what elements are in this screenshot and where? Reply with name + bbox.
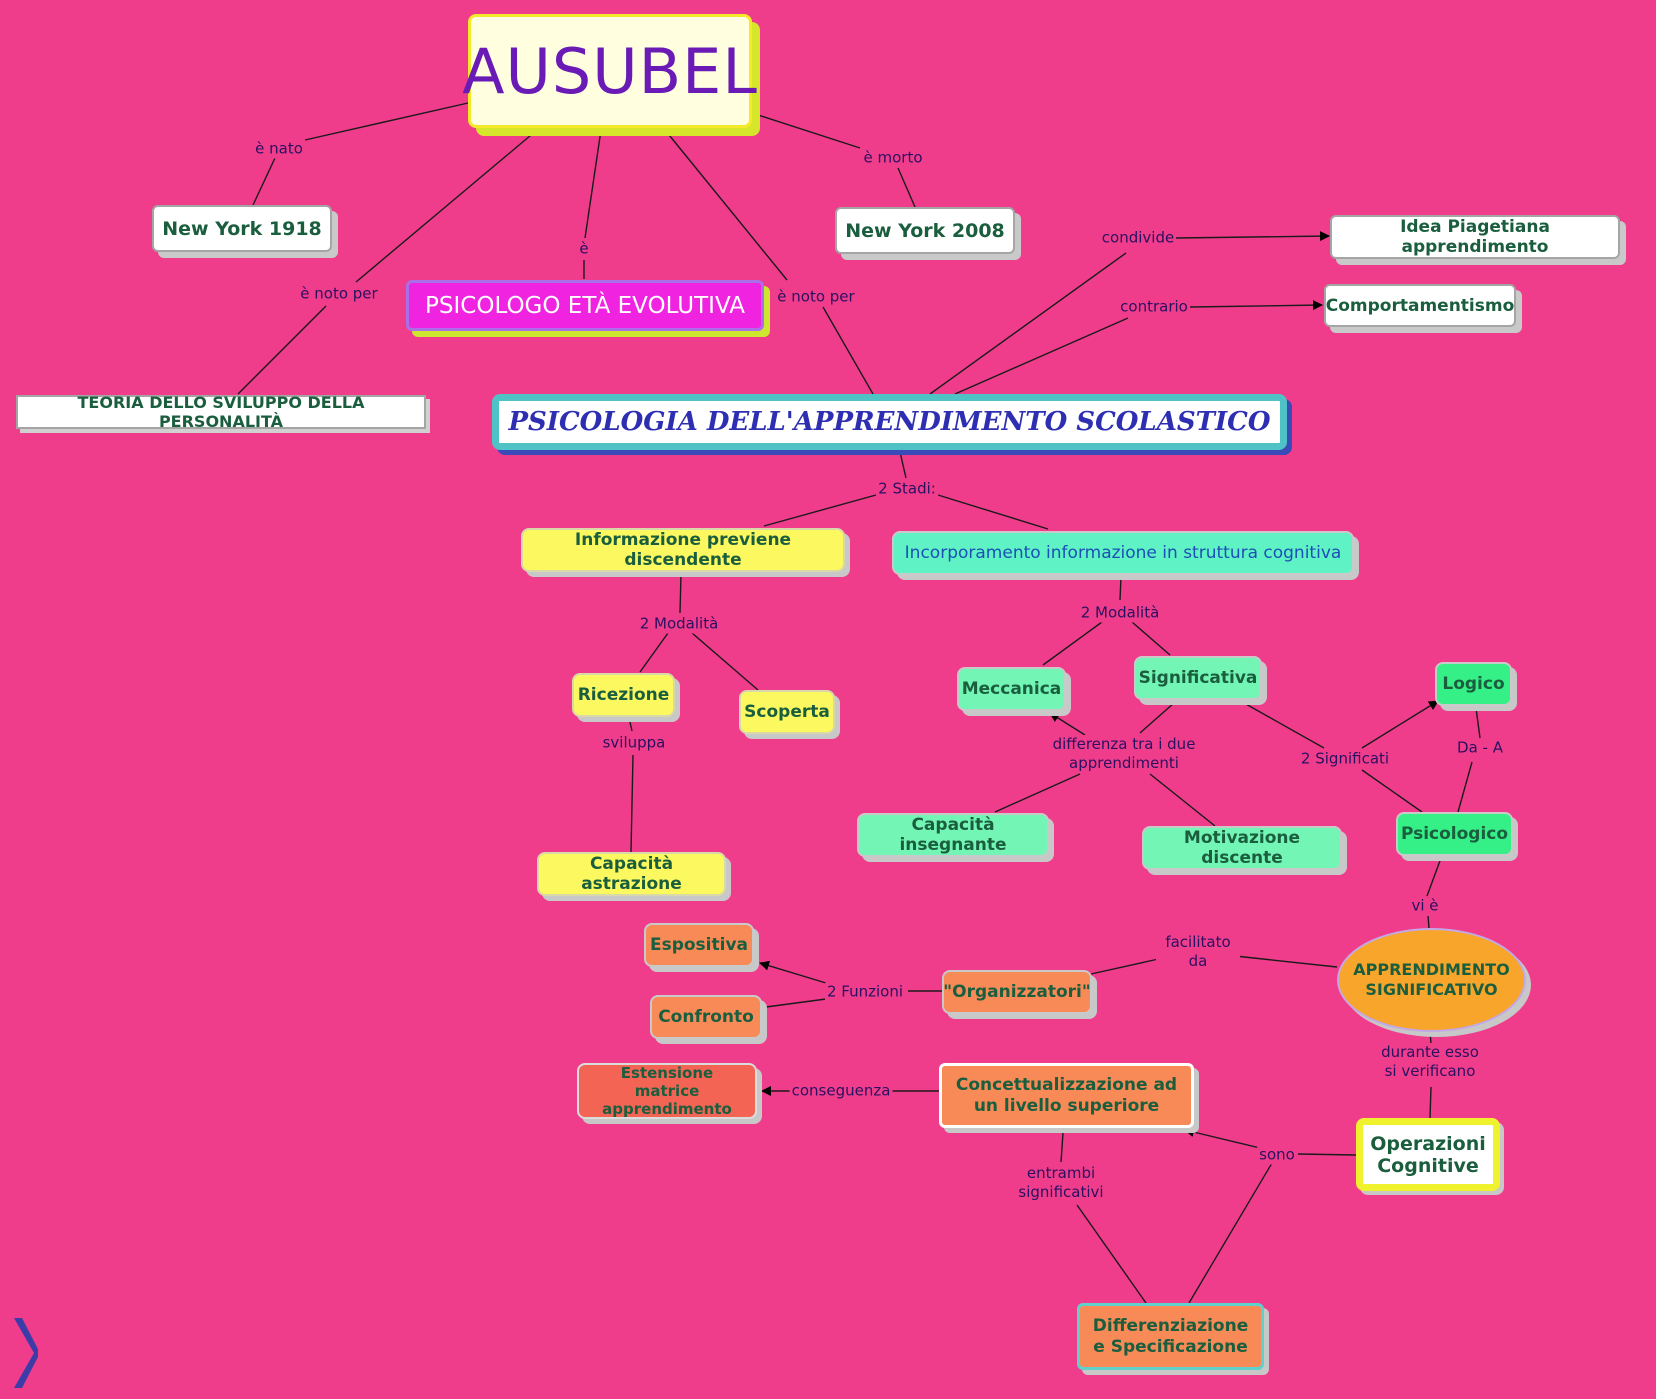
- label-da-a: Da - A: [1455, 738, 1505, 758]
- node-ausubel[interactable]: AUSUBEL: [462, 14, 757, 128]
- node-meccanica[interactable]: Meccanica: [957, 667, 1066, 711]
- label-sono: sono: [1257, 1145, 1297, 1165]
- label-entrambi: entrambi significativi: [1009, 1164, 1113, 1202]
- node-comportamentismo[interactable]: Comportamentismo: [1324, 284, 1516, 327]
- label-durante-esso: durante esso si verificano: [1373, 1043, 1487, 1081]
- node-estensione-matrice[interactable]: Estensione matrice apprendimento: [577, 1063, 757, 1119]
- node-apprendimento-significativo[interactable]: APPRENDIMENTO SIGNIFICATIVO: [1337, 928, 1526, 1032]
- node-differenziazione[interactable]: Differenziazione e Specificazione: [1077, 1303, 1264, 1370]
- node-organizzatori[interactable]: "Organizzatori": [942, 970, 1092, 1014]
- label-2-significati: 2 Significati: [1298, 749, 1392, 769]
- node-psicologia-apprendimento[interactable]: PSICOLOGIA DELL'APPRENDIMENTO SCOLASTICO: [492, 394, 1287, 450]
- node-confronto[interactable]: Confronto: [650, 995, 762, 1039]
- node-significativa[interactable]: Significativa: [1134, 656, 1262, 700]
- label-sviluppa: sviluppa: [600, 733, 668, 753]
- node-capacita-astrazione[interactable]: Capacità astrazione: [537, 852, 726, 896]
- node-logico[interactable]: Logico: [1435, 662, 1512, 706]
- label-contrario: contrario: [1118, 297, 1190, 317]
- node-informazione-previene[interactable]: Informazione previene discendente: [521, 528, 845, 572]
- node-concettualizzazione[interactable]: Concettualizzazione ad un livello superi…: [939, 1063, 1194, 1128]
- node-new-york-1918[interactable]: New York 1918: [152, 205, 332, 252]
- label-2-funzioni: 2 Funzioni: [824, 982, 906, 1002]
- node-psicologo-eta-evolutiva[interactable]: PSICOLOGO ETÀ EVOLUTIVA: [406, 280, 764, 331]
- node-idea-piagetiana[interactable]: Idea Piagetiana apprendimento: [1330, 215, 1620, 259]
- label-condivide: condivide: [1099, 228, 1177, 248]
- node-scoperta[interactable]: Scoperta: [739, 690, 835, 734]
- label-vi-e: vi è: [1409, 896, 1441, 916]
- label-2-modalita-right: 2 Modalità: [1078, 603, 1162, 623]
- node-psicologico[interactable]: Psicologico: [1396, 812, 1513, 856]
- label-e: è: [577, 239, 591, 259]
- node-ricezione[interactable]: Ricezione: [572, 673, 675, 717]
- node-espositiva[interactable]: Espositiva: [644, 923, 754, 967]
- label-e-morto: è morto: [861, 148, 925, 168]
- label-noto-per-right: è noto per: [775, 287, 857, 307]
- label-facilitato-da: facilitato da: [1156, 933, 1240, 971]
- node-incorporamento[interactable]: Incorporamento informazione in struttura…: [892, 531, 1354, 575]
- label-noto-per-left: è noto per: [298, 284, 380, 304]
- label-conseguenza: conseguenza: [789, 1081, 893, 1101]
- label-differenza: differenza tra i due apprendimenti: [1042, 735, 1206, 773]
- node-operazioni-cognitive[interactable]: Operazioni Cognitive: [1356, 1118, 1500, 1191]
- chevron-right-icon[interactable]: [10, 1316, 38, 1390]
- node-new-york-2008[interactable]: New York 2008: [835, 207, 1015, 254]
- node-capacita-insegnante[interactable]: Capacità insegnante: [857, 813, 1049, 857]
- label-2-stadi: 2 Stadi:: [876, 479, 938, 499]
- label-e-nato: è nato: [253, 139, 305, 159]
- label-2-modalita-left: 2 Modalità: [637, 614, 721, 634]
- node-motivazione-discente[interactable]: Motivazione discente: [1142, 826, 1342, 870]
- node-teoria-sviluppo[interactable]: TEORIA DELLO SVILUPPO DELLA PERSONALITÀ: [16, 393, 426, 431]
